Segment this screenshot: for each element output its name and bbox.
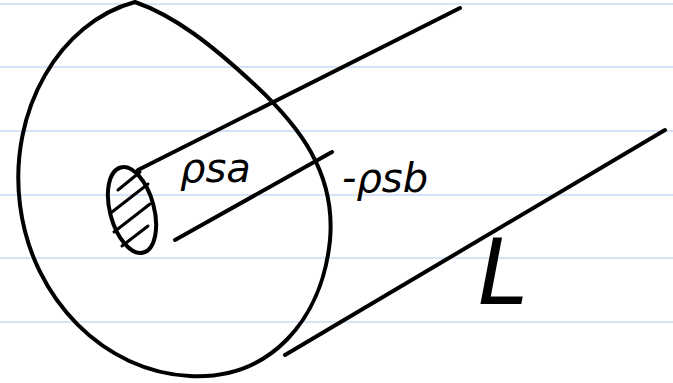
inner-conductor-end: [99, 162, 164, 258]
hatching: [112, 172, 150, 246]
ruled-lines: [0, 4, 673, 322]
outer-conductor-end: [18, 2, 330, 376]
inner-top-line: [138, 8, 460, 170]
ruled-line: [0, 257, 673, 259]
ruled-line: [0, 66, 673, 68]
quantity-label: -ρsb: [342, 158, 428, 198]
ruled-line: [0, 194, 673, 196]
ruled-line: [0, 3, 673, 5]
outer-bottom-line: [285, 130, 665, 355]
ruled-line: [0, 130, 673, 132]
quantity-label: ρsa: [180, 148, 251, 188]
quantity-label: L: [478, 228, 528, 318]
